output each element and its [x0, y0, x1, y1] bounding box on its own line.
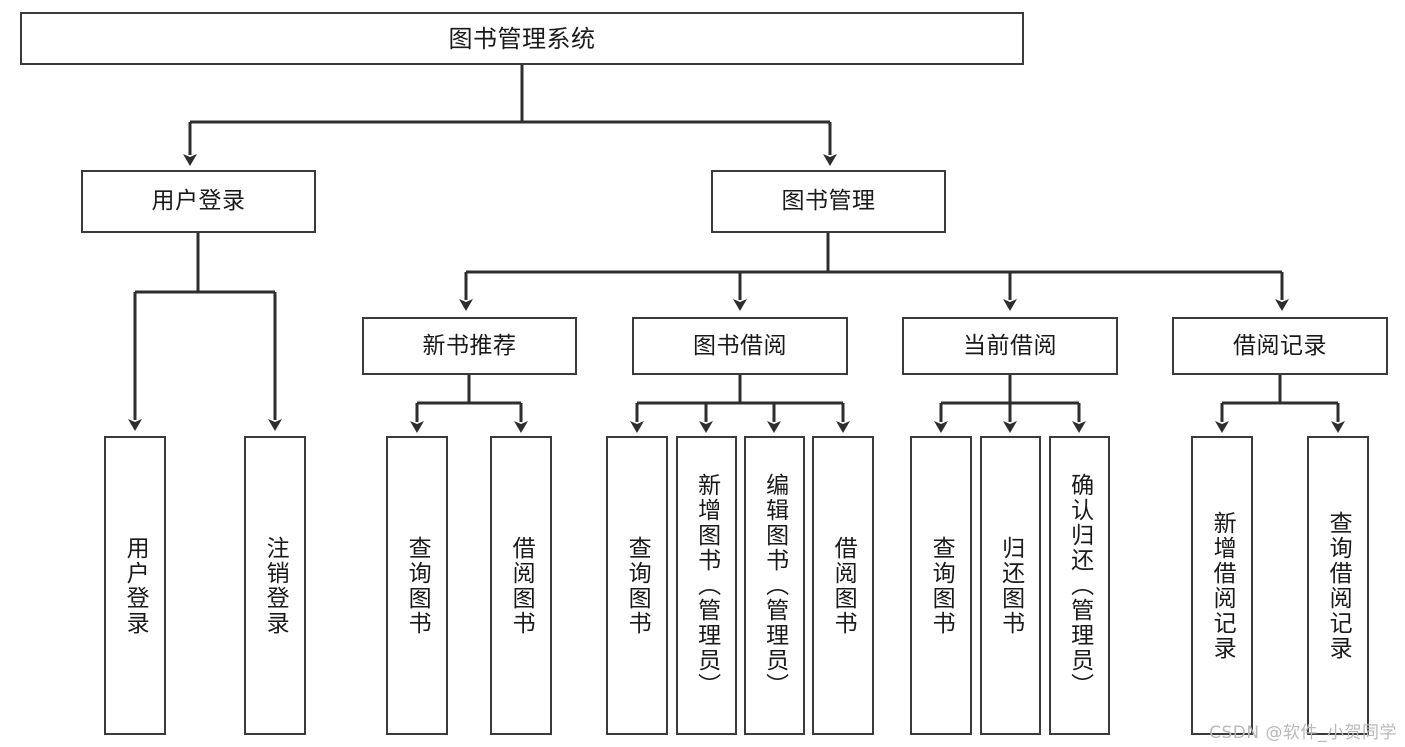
node-user-login[interactable]: 用户登录 [81, 170, 316, 233]
node-current-borrow[interactable]: 当前借阅 [902, 317, 1118, 375]
node-leaf-logout-login[interactable]: 注销登录 [244, 436, 306, 735]
node-leaf-confirm-return[interactable]: 确认归还（管理员） [1049, 436, 1110, 735]
node-leaf-query-book-3-label: 查询图书 [928, 535, 955, 636]
node-borrow-record[interactable]: 借阅记录 [1172, 317, 1388, 375]
node-current-borrow-label: 当前借阅 [963, 332, 1057, 359]
node-borrow-record-label: 借阅记录 [1233, 332, 1327, 359]
node-root-label: 图书管理系统 [448, 24, 596, 53]
node-book-manage[interactable]: 图书管理 [711, 170, 946, 233]
node-new-book-recommend-label: 新书推荐 [422, 332, 517, 359]
node-leaf-user-login[interactable]: 用户登录 [104, 436, 166, 735]
node-leaf-query-book-3[interactable]: 查询图书 [910, 436, 972, 735]
node-book-borrow[interactable]: 图书借阅 [632, 317, 848, 375]
node-new-book-recommend[interactable]: 新书推荐 [362, 317, 577, 375]
node-leaf-borrow-book-1[interactable]: 借阅图书 [490, 436, 552, 735]
watermark: CSDN @软件_小贺同学 [1209, 723, 1397, 743]
node-leaf-edit-book-label: 编辑图书（管理员） [761, 473, 788, 698]
node-leaf-add-book[interactable]: 新增图书（管理员） [676, 436, 737, 735]
node-leaf-query-record[interactable]: 查询借阅记录 [1307, 436, 1369, 735]
node-leaf-borrow-book-2[interactable]: 借阅图书 [812, 436, 874, 735]
node-leaf-user-login-label: 用户登录 [122, 535, 149, 636]
node-leaf-return-book-label: 归还图书 [997, 535, 1024, 636]
node-leaf-add-book-label: 新增图书（管理员） [693, 473, 720, 698]
node-leaf-borrow-book-2-label: 借阅图书 [830, 535, 857, 636]
node-leaf-query-record-label: 查询借阅记录 [1325, 510, 1352, 661]
node-leaf-confirm-return-label: 确认归还（管理员） [1066, 473, 1093, 698]
node-leaf-query-book-1[interactable]: 查询图书 [386, 436, 448, 735]
node-leaf-return-book[interactable]: 归还图书 [980, 436, 1041, 735]
node-leaf-query-book-1-label: 查询图书 [404, 535, 431, 636]
node-book-manage-label: 图书管理 [781, 188, 876, 215]
node-book-borrow-label: 图书借阅 [693, 332, 787, 359]
node-leaf-add-record[interactable]: 新增借阅记录 [1191, 436, 1253, 735]
node-leaf-query-book-2-label: 查询图书 [624, 535, 651, 636]
node-leaf-add-record-label: 新增借阅记录 [1209, 510, 1236, 661]
node-leaf-logout-login-label: 注销登录 [262, 535, 289, 636]
node-leaf-query-book-2[interactable]: 查询图书 [606, 436, 668, 735]
node-root[interactable]: 图书管理系统 [20, 12, 1024, 65]
node-leaf-edit-book[interactable]: 编辑图书（管理员） [744, 436, 805, 735]
node-user-login-label: 用户登录 [151, 188, 246, 215]
node-leaf-borrow-book-1-label: 借阅图书 [508, 535, 535, 636]
